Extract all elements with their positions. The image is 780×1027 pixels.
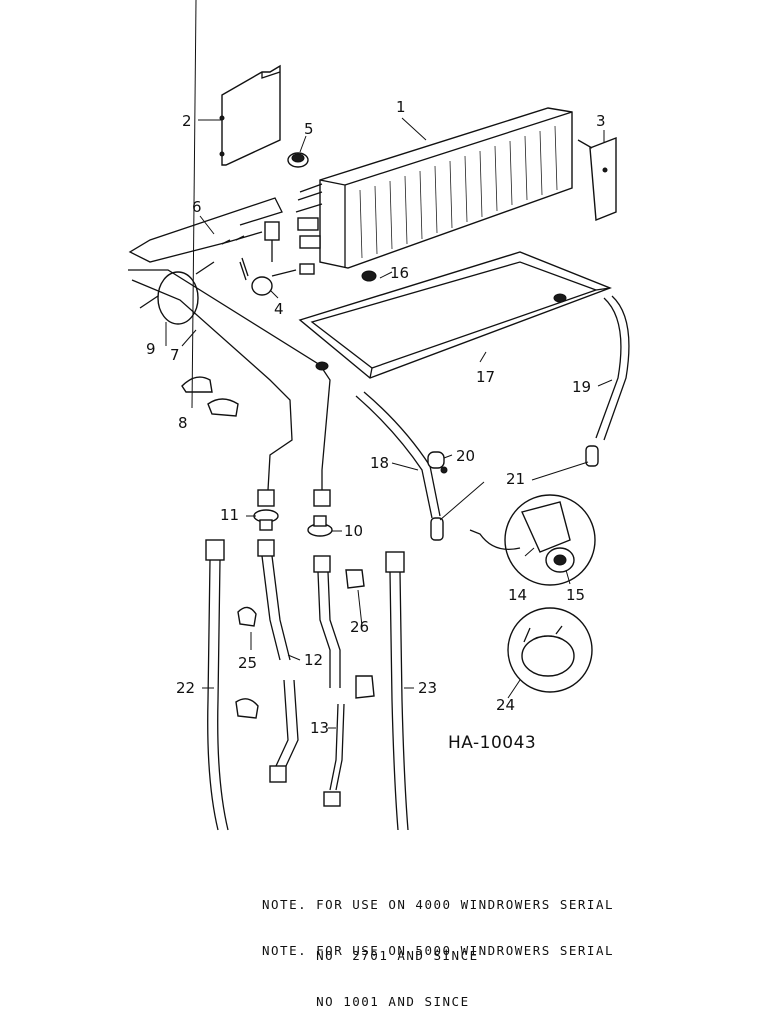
- callout-1: 1: [396, 98, 406, 116]
- note-4000-series: NOTE. FOR USE ON 4000 WINDROWERS SERIAL …: [262, 862, 682, 981]
- part-6-tube: [128, 197, 283, 263]
- callout-15: 15: [566, 586, 585, 604]
- callout-10: 10: [344, 522, 363, 540]
- parts-diagram: 1 2 3 4 5 6 7 8 9 10 11 12 13 14 15 16 1…: [128, 0, 630, 831]
- callout-18: 18: [370, 454, 389, 472]
- drawing-number: HA-10043: [448, 733, 536, 753]
- callout-4: 4: [274, 300, 284, 318]
- part-4-expansion-valve: [239, 221, 315, 296]
- part-18-drain-hose: [355, 395, 433, 519]
- part-10-fitting: [307, 489, 333, 537]
- part-24-knob-inset: [507, 607, 593, 693]
- callout-21: 21: [506, 470, 525, 488]
- part-8-clamps: [181, 376, 239, 417]
- callout-6: 6: [192, 198, 202, 216]
- part-17-drain-pan: [298, 251, 612, 379]
- callout-17: 17: [476, 368, 495, 386]
- part-19-drain-hose: [595, 297, 622, 439]
- callout-16: 16: [390, 264, 409, 282]
- part-1-evaporator-core: [295, 107, 573, 269]
- callout-25: 25: [238, 654, 257, 672]
- callout-13: 13: [310, 719, 329, 737]
- part-20-clamp: [427, 451, 448, 474]
- callout-9: 9: [146, 340, 156, 358]
- part-7-tube: [131, 279, 293, 491]
- note-2-line-1: NOTE. FOR USE ON 5000 WINDROWERS SERIAL: [262, 943, 614, 958]
- part-13-tube: [313, 555, 345, 807]
- part-14-15-detail-inset: [469, 494, 596, 586]
- callout-labels: 1 2 3 4 5 6 7 8 9 10 11 12 13 14 15 16 1…: [146, 98, 606, 737]
- part-2-bracket: [219, 64, 281, 166]
- part-5-plug: [287, 152, 309, 168]
- part-21-connector-a: [430, 517, 444, 541]
- part-21-connector-b: [585, 445, 599, 467]
- note-1-line-2: NO 2701 AND SINCE: [262, 948, 479, 963]
- callout-2: 2: [182, 112, 192, 130]
- callout-22: 22: [176, 679, 195, 697]
- callout-8: 8: [178, 414, 188, 432]
- callout-19: 19: [572, 378, 591, 396]
- part-11-fitting: [253, 489, 279, 531]
- leader-lines: [165, 0, 613, 729]
- callout-5: 5: [304, 120, 314, 138]
- callout-11: 11: [220, 506, 239, 524]
- callout-14: 14: [508, 586, 527, 604]
- part-25-clamps: [235, 606, 259, 719]
- part-16-grommet: [361, 270, 377, 282]
- part-9-receiver-drier: [139, 261, 215, 325]
- part-12-tube: [257, 539, 299, 783]
- part-26-clamps: [345, 569, 375, 699]
- callout-20: 20: [456, 447, 475, 465]
- callout-3: 3: [596, 112, 606, 130]
- note-1-line-1: NOTE. FOR USE ON 4000 WINDROWERS SERIAL: [262, 897, 614, 912]
- note-2-line-2: NO 1001 AND SINCE: [262, 994, 470, 1009]
- callout-12: 12: [304, 651, 323, 669]
- callout-23: 23: [418, 679, 437, 697]
- part-3-end-bracket: [577, 136, 617, 222]
- note-5000-series: NOTE. FOR USE ON 5000 WINDROWERS SERIAL …: [262, 908, 682, 1027]
- part-23-hose: [385, 551, 409, 831]
- callout-24: 24: [496, 696, 515, 714]
- part-22-hose: [205, 539, 229, 831]
- callout-26: 26: [350, 618, 369, 636]
- callout-7: 7: [170, 346, 180, 364]
